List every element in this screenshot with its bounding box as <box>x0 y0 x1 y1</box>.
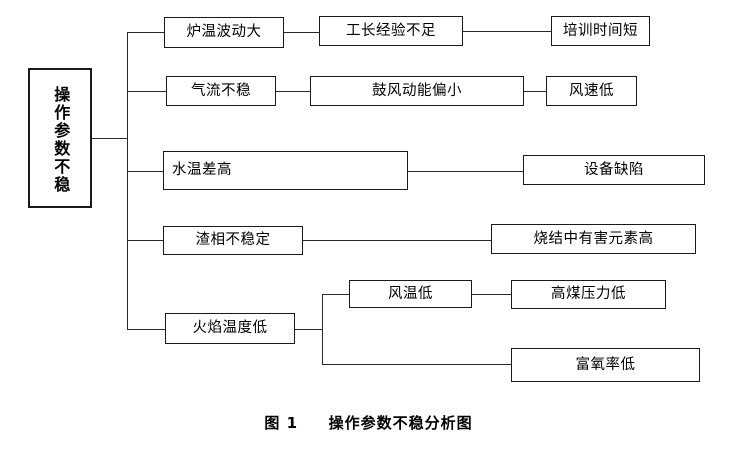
connector-branch5-stem <box>295 329 323 330</box>
connector-branch1-l1-to-l2 <box>284 32 320 33</box>
node-low-blast-kinetic-energy: 鼓风动能偏小 <box>310 76 524 106</box>
connector-trunk-to-branch3 <box>127 171 165 172</box>
node-unstable-slag-phase: 渣相不稳定 <box>163 226 303 255</box>
connector-branch2-l2-to-l3 <box>524 91 547 92</box>
figure-caption: 图 1 操作参数不稳分析图 <box>0 412 737 433</box>
node-furnace-temp-fluctuation: 炉温波动大 <box>164 17 284 48</box>
node-low-oxygen-enrichment-rate: 富氧率低 <box>511 348 700 382</box>
node-low-blast-temperature: 风温低 <box>349 280 472 308</box>
connector-branch5-to-low-blast-temp <box>322 294 351 295</box>
connector-branch1-l2-to-l3 <box>463 31 552 32</box>
node-low-flame-temperature: 火焰温度低 <box>165 313 295 344</box>
connector-low-blast-temp-to-coal-pressure <box>472 294 513 295</box>
connector-main-trunk <box>127 32 128 330</box>
connector-trunk-to-branch5 <box>127 329 167 330</box>
node-high-harmful-elements-in-sinter: 烧结中有害元素高 <box>491 224 696 254</box>
node-unstable-airflow: 气流不稳 <box>166 76 276 106</box>
figure-caption-text: 操作参数不稳分析图 <box>328 414 473 432</box>
node-foreman-lack-experience: 工长经验不足 <box>319 16 463 46</box>
connector-root-stem <box>92 138 128 139</box>
node-low-high-coal-pressure: 高煤压力低 <box>511 280 666 309</box>
node-equipment-defect: 设备缺陷 <box>523 155 705 185</box>
connector-branch5-to-low-oxygen-rate <box>322 364 513 365</box>
figure-caption-label: 图 1 <box>264 414 299 432</box>
connector-branch3-l1-to-l2 <box>408 171 525 172</box>
node-low-wind-speed: 风速低 <box>546 76 637 106</box>
connector-trunk-to-branch2 <box>127 91 167 92</box>
connector-trunk-to-branch4 <box>127 240 165 241</box>
connector-branch5-subtrunk <box>322 294 323 365</box>
connector-branch4-l1-to-l2 <box>303 240 493 241</box>
connector-branch2-l1-to-l2 <box>276 91 311 92</box>
connector-trunk-to-branch1 <box>127 32 165 33</box>
node-short-training-time: 培训时间短 <box>551 16 650 46</box>
root-node-operation-parameter-instability: 操作参数不稳 <box>28 68 92 208</box>
node-high-water-temp-difference: 水温差高 <box>163 151 408 190</box>
